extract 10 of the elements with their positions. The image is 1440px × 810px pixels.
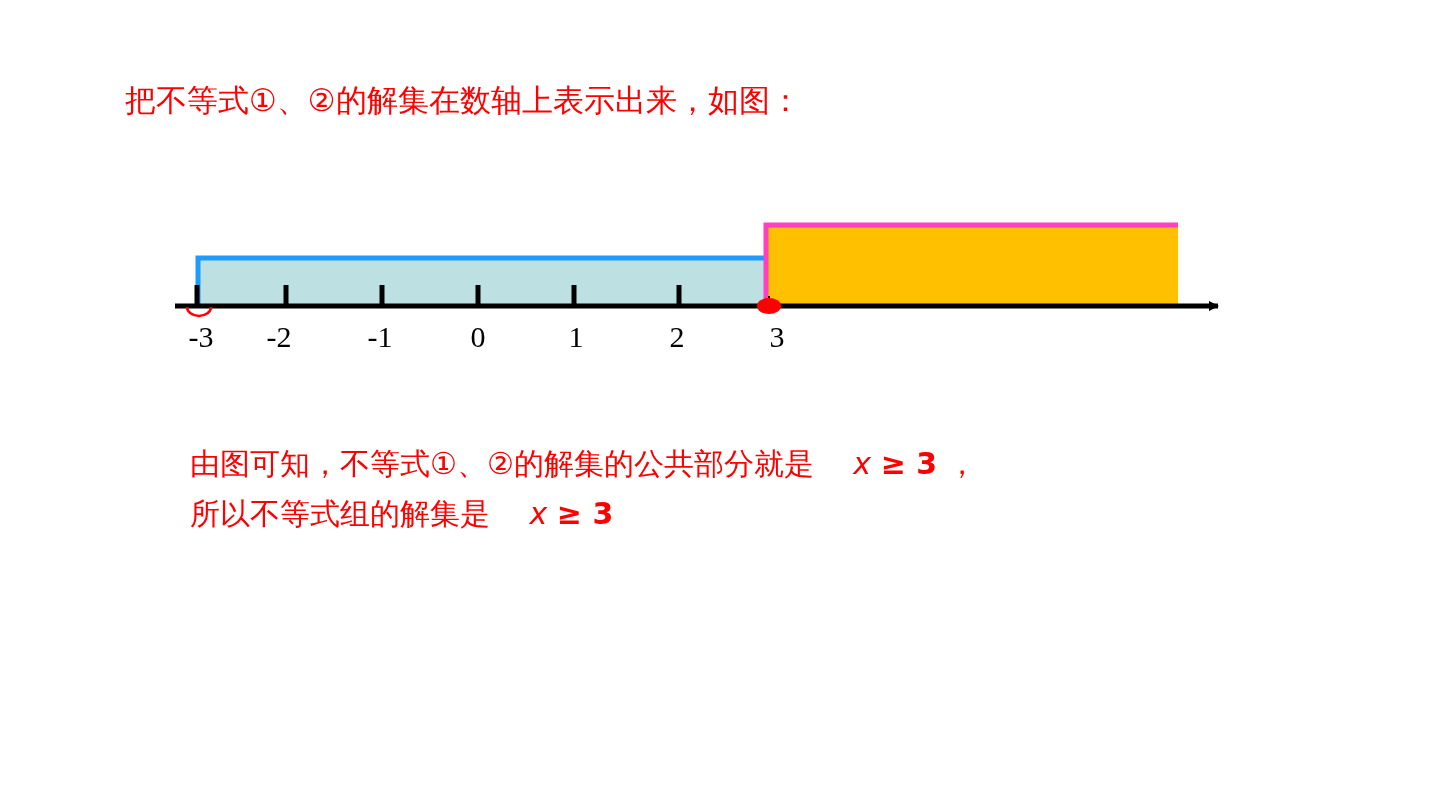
conclusion-text: 由图可知，不等式①、②的解集的公共部分就是 x ≥ 3 ， bbox=[190, 445, 977, 483]
tick-label: 1 bbox=[568, 320, 584, 354]
tick-label: 0 bbox=[470, 320, 486, 354]
tick-label: 3 bbox=[769, 320, 785, 354]
tick-label: -1 bbox=[367, 320, 393, 354]
heading: 把不等式①、②的解集在数轴上表示出来，如图： bbox=[125, 81, 801, 120]
tick-label: -3 bbox=[188, 320, 214, 354]
tick-label: 2 bbox=[669, 320, 685, 354]
tick-label: -2 bbox=[266, 320, 292, 354]
conclusion-text: 所以不等式组的解集是 x ≥ 3 bbox=[190, 495, 614, 533]
